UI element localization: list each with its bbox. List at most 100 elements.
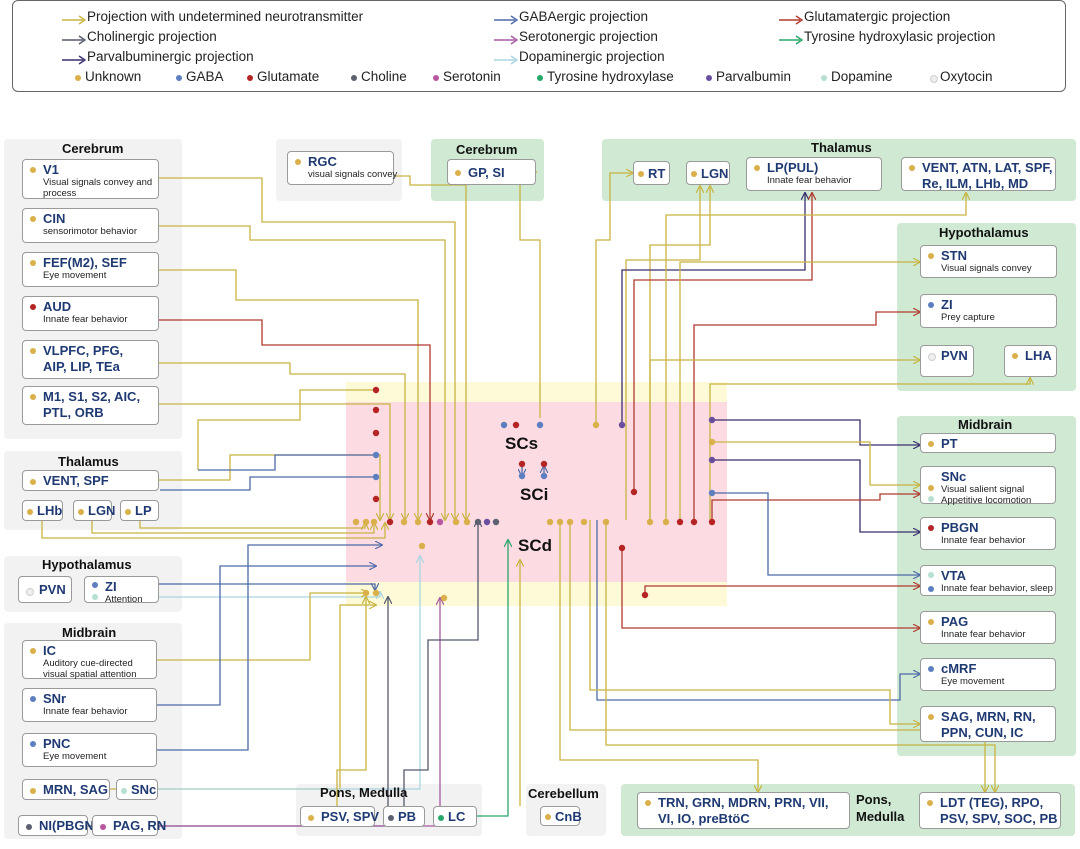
wire-ic <box>157 593 368 661</box>
sc-connection-dot <box>540 460 548 468</box>
node-subtitle: Visual signals convey <box>941 263 1032 274</box>
wire-v1 <box>159 177 455 520</box>
legend-dot-label: Glutamate <box>257 69 320 84</box>
node-transmitter-dot <box>308 814 314 821</box>
legend-dot-label: Oxytocin <box>940 69 993 84</box>
legend-projection-label: Tyrosine hydroxylasic projection <box>804 29 996 44</box>
node-transmitter-dot <box>455 170 461 176</box>
legend-projection-line <box>493 52 519 70</box>
node-title: CIN <box>43 211 66 226</box>
node-title-line2: VI, IO, preBtöC <box>658 811 750 826</box>
node-subtitle: Innate fear behavior <box>767 175 852 186</box>
sc-connection-dot <box>362 518 370 526</box>
node-subtitle: Auditory cue-directed <box>43 658 133 669</box>
node-title-line2: PPN, CUN, IC <box>941 725 1024 740</box>
node-lp_l: LP <box>120 500 159 521</box>
sc-connection-dot <box>372 386 380 394</box>
sc-connection-dot <box>708 518 716 526</box>
node-transmitter-dot <box>26 823 32 830</box>
region-title-right-pons-line2: Medulla <box>856 809 905 824</box>
legend-dot-label: Tyrosine hydroxylase <box>547 69 674 84</box>
node-transmitter-dot <box>909 165 915 171</box>
legend-projection-label: Parvalbuminergic projection <box>87 49 254 64</box>
wire-pvn-r <box>649 360 920 520</box>
node-transmitter-dot <box>30 216 36 222</box>
sc-connection-dot <box>463 518 471 526</box>
node-title: GP, SI <box>468 164 505 180</box>
node-transmitter-dot-secondary <box>92 594 98 600</box>
sc-connection-dot <box>676 518 684 526</box>
node-transmitter-dot <box>100 823 106 830</box>
wire-zi-l-da <box>159 592 380 597</box>
node-transmitter-dot <box>438 814 444 821</box>
sc-connection-dot <box>518 472 526 480</box>
node-title: PVN <box>39 582 66 597</box>
wire-aud <box>159 319 430 520</box>
node-transmitter-dot <box>78 508 84 515</box>
node-transmitter-dot <box>638 171 644 177</box>
node-subtitle: Appetitive locomotion <box>941 495 1032 506</box>
sc-connection-dot <box>540 472 548 480</box>
node-m1: M1, S1, S2, AIC,PTL, ORB <box>22 386 159 425</box>
wire-pbgn-r <box>711 494 920 520</box>
node-cnb: CnB <box>540 806 582 826</box>
node-transmitter-dot <box>30 696 36 702</box>
wire-stn <box>679 262 920 520</box>
node-title: cMRF <box>941 661 977 676</box>
region-title-bottom-cerebellum: Cerebellum <box>528 786 599 801</box>
legend-projection-label: Serotonergic projection <box>519 29 658 44</box>
wire-vent-t <box>665 193 966 520</box>
wire-ldt <box>569 520 985 792</box>
wire-snc-r <box>712 441 920 485</box>
region-title-bottom-pons: Pons, Medulla <box>320 785 408 800</box>
node-subtitle: Eye movement <box>43 751 107 762</box>
sc-connection-dot <box>372 451 380 459</box>
node-transmitter-dot <box>928 572 934 578</box>
node-transmitter-dot <box>26 587 34 596</box>
node-transmitter-dot <box>928 525 934 531</box>
node-pag_l: PAG, RN <box>92 815 166 836</box>
sc-connection-dot <box>372 589 380 597</box>
node-subtitle: Innate fear behavior <box>941 535 1026 546</box>
sc-connection-dot <box>436 518 444 526</box>
node-transmitter-dot <box>691 171 697 177</box>
wire-m1 <box>159 403 390 520</box>
wire-pb <box>403 520 478 806</box>
node-title: LDT (TEG), RPO, <box>940 795 1044 810</box>
node-snc_l: SNc <box>116 779 158 800</box>
node-ldt: LDT (TEG), RPO,PSV, SPV, SOC, PB <box>919 792 1061 829</box>
node-pvn_l: PVN <box>18 576 72 603</box>
node-subtitle: process <box>43 188 77 199</box>
node-title: ZI <box>941 297 953 312</box>
node-pvn_r: PVN <box>920 345 974 377</box>
node-transmitter-dot <box>928 666 934 672</box>
region-title-right-hypothalamus: Hypothalamus <box>939 225 1029 240</box>
node-transmitter-dot <box>125 508 131 515</box>
node-gp: GP, SI <box>447 159 536 185</box>
legend-dot <box>247 75 253 81</box>
sc-connection-dot <box>641 591 649 599</box>
node-title: PSV, SPV <box>321 809 380 824</box>
node-vlpfc: VLPFC, PFG,AIP, LIP, TEa <box>22 340 159 379</box>
legend-projection-label: Cholinergic projection <box>87 29 217 44</box>
node-title: SAG, MRN, RN, <box>941 709 1036 724</box>
legend-projection-label: Dopaminergic projection <box>519 49 665 64</box>
wire-zi-r <box>693 312 920 520</box>
legend-projection-line <box>493 32 519 50</box>
sc-connection-dot <box>492 518 500 526</box>
wire-rgc <box>395 175 466 520</box>
node-ni: NI(PBGN) <box>18 815 98 836</box>
wire-lgn-l <box>91 521 374 534</box>
node-title: LC <box>448 809 466 824</box>
node-title: PT <box>941 435 958 451</box>
node-title: CnB <box>555 808 582 824</box>
node-transmitter-dot <box>928 441 934 447</box>
sc-connection-dot <box>662 518 670 526</box>
